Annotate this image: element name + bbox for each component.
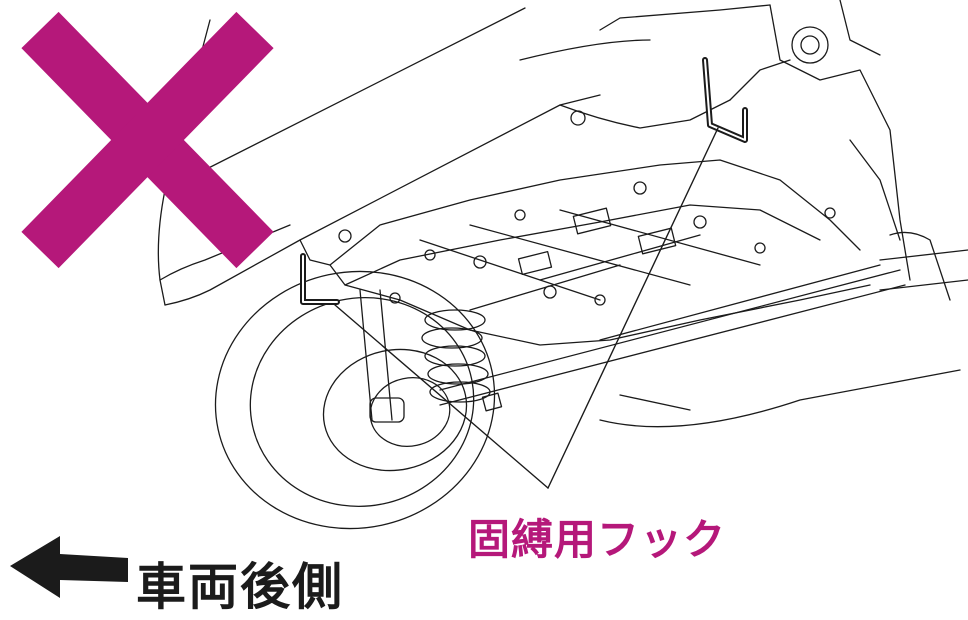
coil-spring	[421, 309, 491, 403]
shock-absorber	[359, 289, 405, 423]
tie-down-hook-left	[300, 253, 340, 305]
floor-pan	[329, 110, 871, 346]
cross-mark-icon	[21, 11, 274, 269]
hook-leader-lines	[334, 127, 719, 489]
tie-down-hook-right	[702, 57, 748, 143]
left-arrow-icon	[10, 536, 128, 598]
rear-frame	[769, 0, 968, 301]
rear-axle	[439, 264, 961, 428]
vehicle-rear-label: 車両後側	[136, 558, 344, 616]
tie-down-hook-label: 固縛用フック	[468, 515, 727, 564]
